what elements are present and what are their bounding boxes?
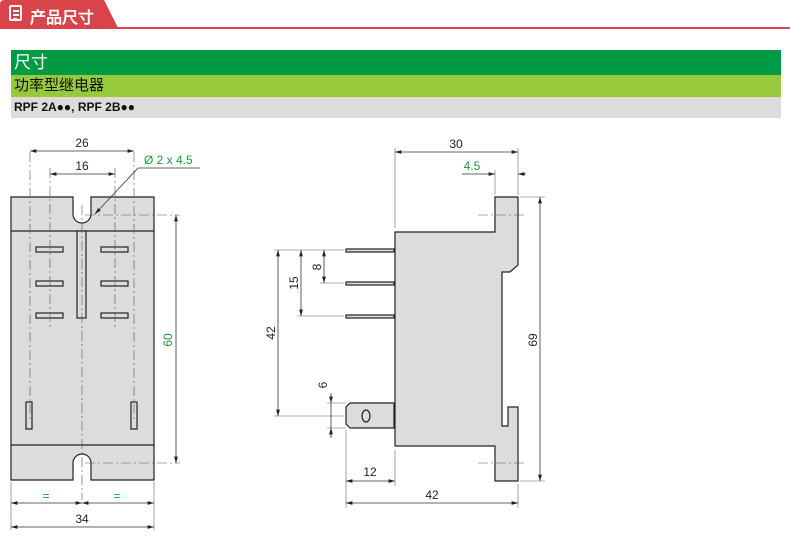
dim-34: 34 xyxy=(75,512,89,526)
terminal-slots xyxy=(25,230,138,430)
hole-label: Ø 2 x 4.5 xyxy=(144,153,193,167)
model-numbers: RPF 2A●●, RPF 2B●● xyxy=(11,97,781,118)
pins xyxy=(345,248,395,319)
dim-60: 60 xyxy=(161,333,175,347)
relay-body-side xyxy=(394,196,519,482)
section-tab: 产品尺寸 xyxy=(0,0,118,28)
front-view: 26 16 Ø 2 x 4.5 60 = = 34 xyxy=(10,136,200,530)
dim-16: 16 xyxy=(75,159,89,173)
dim-15: 15 xyxy=(287,276,301,290)
section-subtitle: 功率型继电器 xyxy=(11,75,781,97)
divider xyxy=(0,27,790,29)
side-view: 30 4.5 69 42 15 8 6 12 42 xyxy=(264,137,545,508)
relay-body-front xyxy=(10,196,155,481)
dim-8: 8 xyxy=(310,263,324,270)
dim-6: 6 xyxy=(316,381,330,388)
tab-title: 产品尺寸 xyxy=(30,10,95,27)
dim-4-5: 4.5 xyxy=(464,159,481,173)
equal-right: = xyxy=(113,489,120,503)
dim-42-vertical: 42 xyxy=(264,326,278,340)
document-icon xyxy=(9,5,22,21)
dim-12: 12 xyxy=(363,465,377,479)
equal-left: = xyxy=(42,489,49,503)
dim-30: 30 xyxy=(449,137,463,151)
dim-69: 69 xyxy=(526,333,540,347)
dim-26: 26 xyxy=(75,136,89,150)
dim-42-horizontal: 42 xyxy=(425,488,439,502)
section-title: 尺寸 xyxy=(11,50,781,75)
